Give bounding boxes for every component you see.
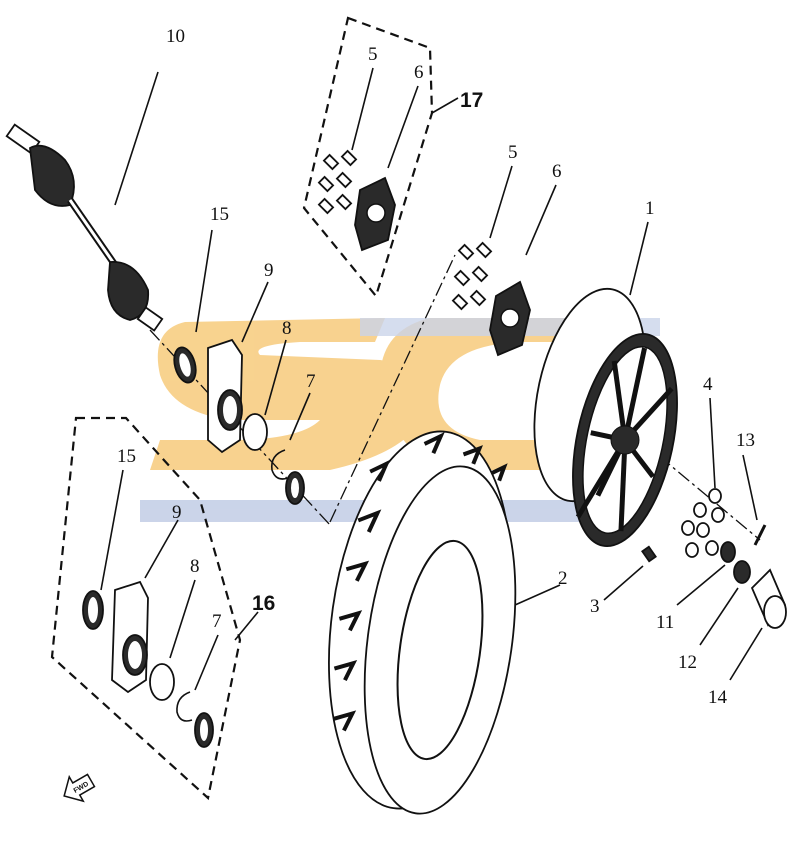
leader-lines bbox=[100, 67, 763, 691]
callout-17: 17 bbox=[460, 89, 483, 112]
callout-16: 16 bbox=[252, 592, 275, 615]
axle-centerline-hub bbox=[329, 254, 456, 523]
group-box-17 bbox=[302, 16, 434, 299]
callout-5b: 5 bbox=[508, 142, 518, 163]
cotter-pin bbox=[753, 524, 767, 546]
fwd-arrow-icon: FWD bbox=[63, 773, 96, 803]
callout-7: 7 bbox=[306, 371, 316, 392]
castle-nut bbox=[733, 560, 751, 584]
callout-9b: 9 bbox=[172, 502, 182, 523]
hub-assembly-main bbox=[451, 241, 531, 357]
callout-15b: 15 bbox=[117, 446, 136, 467]
knuckle-lower bbox=[111, 580, 149, 694]
group-box-16 bbox=[50, 416, 242, 801]
callout-13: 13 bbox=[736, 430, 755, 451]
circlip-lower bbox=[176, 691, 193, 722]
hub-cap bbox=[750, 568, 787, 629]
callout-14: 14 bbox=[708, 687, 728, 708]
tire bbox=[328, 430, 517, 815]
callout-8b: 8 bbox=[190, 556, 200, 577]
bearing-upper bbox=[242, 413, 268, 451]
callout-2: 2 bbox=[558, 568, 568, 589]
callout-12: 12 bbox=[678, 652, 697, 673]
knuckle-upper bbox=[207, 338, 243, 454]
lug-nuts bbox=[681, 488, 725, 558]
wheel-rim bbox=[533, 287, 678, 548]
drive-shaft bbox=[5, 123, 164, 332]
valve-stem bbox=[641, 545, 657, 563]
washer bbox=[720, 541, 736, 563]
circlip-upper bbox=[270, 449, 289, 480]
callout-10: 10 bbox=[166, 26, 185, 47]
callout-7b: 7 bbox=[212, 611, 222, 632]
callout-5: 5 bbox=[368, 44, 378, 65]
callout-3: 3 bbox=[590, 596, 600, 617]
callout-9: 9 bbox=[264, 260, 274, 281]
callout-4: 4 bbox=[703, 374, 713, 395]
callout-1: 1 bbox=[645, 198, 655, 219]
callout-11: 11 bbox=[656, 612, 674, 633]
callout-8: 8 bbox=[282, 318, 292, 339]
callout-6: 6 bbox=[414, 62, 424, 83]
callout-6b: 6 bbox=[552, 161, 562, 182]
callout-15: 15 bbox=[210, 204, 229, 225]
hub-assembly-17 bbox=[317, 149, 396, 252]
bearing-lower bbox=[149, 663, 175, 701]
